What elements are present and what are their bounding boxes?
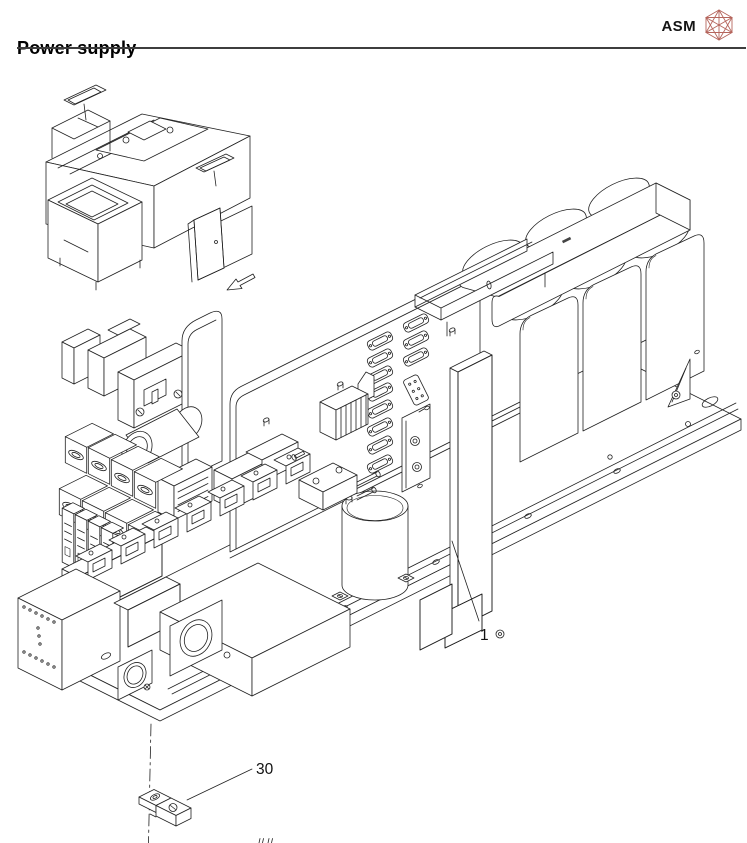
callout-label-1: 1 [480, 627, 489, 644]
callout-30: 30 [186, 761, 274, 801]
dsub-connector-column-right [401, 312, 431, 406]
power-supply-location-hatch [187, 207, 225, 283]
relay-block [298, 462, 381, 511]
leader-line-1 [451, 540, 480, 622]
centerline [148, 723, 152, 843]
brand-text: ASM [661, 17, 696, 35]
asm-logo-icon [705, 9, 733, 41]
middle-capacitor [331, 490, 415, 601]
u-channel-bracket [414, 238, 554, 337]
gusset-bracket [667, 349, 700, 408]
slot-hole [701, 396, 719, 408]
heatsink-fin-stack [419, 350, 505, 651]
leader-line-30 [186, 768, 253, 801]
machine-overview [45, 84, 256, 291]
bracket-30: 30 [138, 761, 274, 827]
direction-arrow-icon [226, 273, 256, 291]
monitor-left [63, 84, 107, 128]
finned-relay [319, 371, 375, 441]
front-fan-plate [100, 649, 153, 701]
title-rule [17, 47, 746, 49]
psu-module [17, 568, 121, 691]
main-assembly: 1 [17, 169, 742, 843]
top-boxes [61, 318, 147, 397]
drawer-unit [47, 177, 143, 283]
callout-label-30: 30 [256, 761, 274, 778]
loose-screw [291, 450, 306, 461]
terminal-bolt-plate [401, 403, 431, 493]
left-component-cluster [17, 310, 351, 697]
brand: ASM [661, 8, 735, 44]
rounded-bracket-plate [181, 310, 223, 481]
callout-1: 1 [451, 540, 489, 644]
monitor-right [195, 153, 235, 187]
page-bottom-cutoff-marks [258, 838, 273, 843]
transformer-bar [459, 182, 691, 328]
fan-bracket [169, 599, 231, 677]
